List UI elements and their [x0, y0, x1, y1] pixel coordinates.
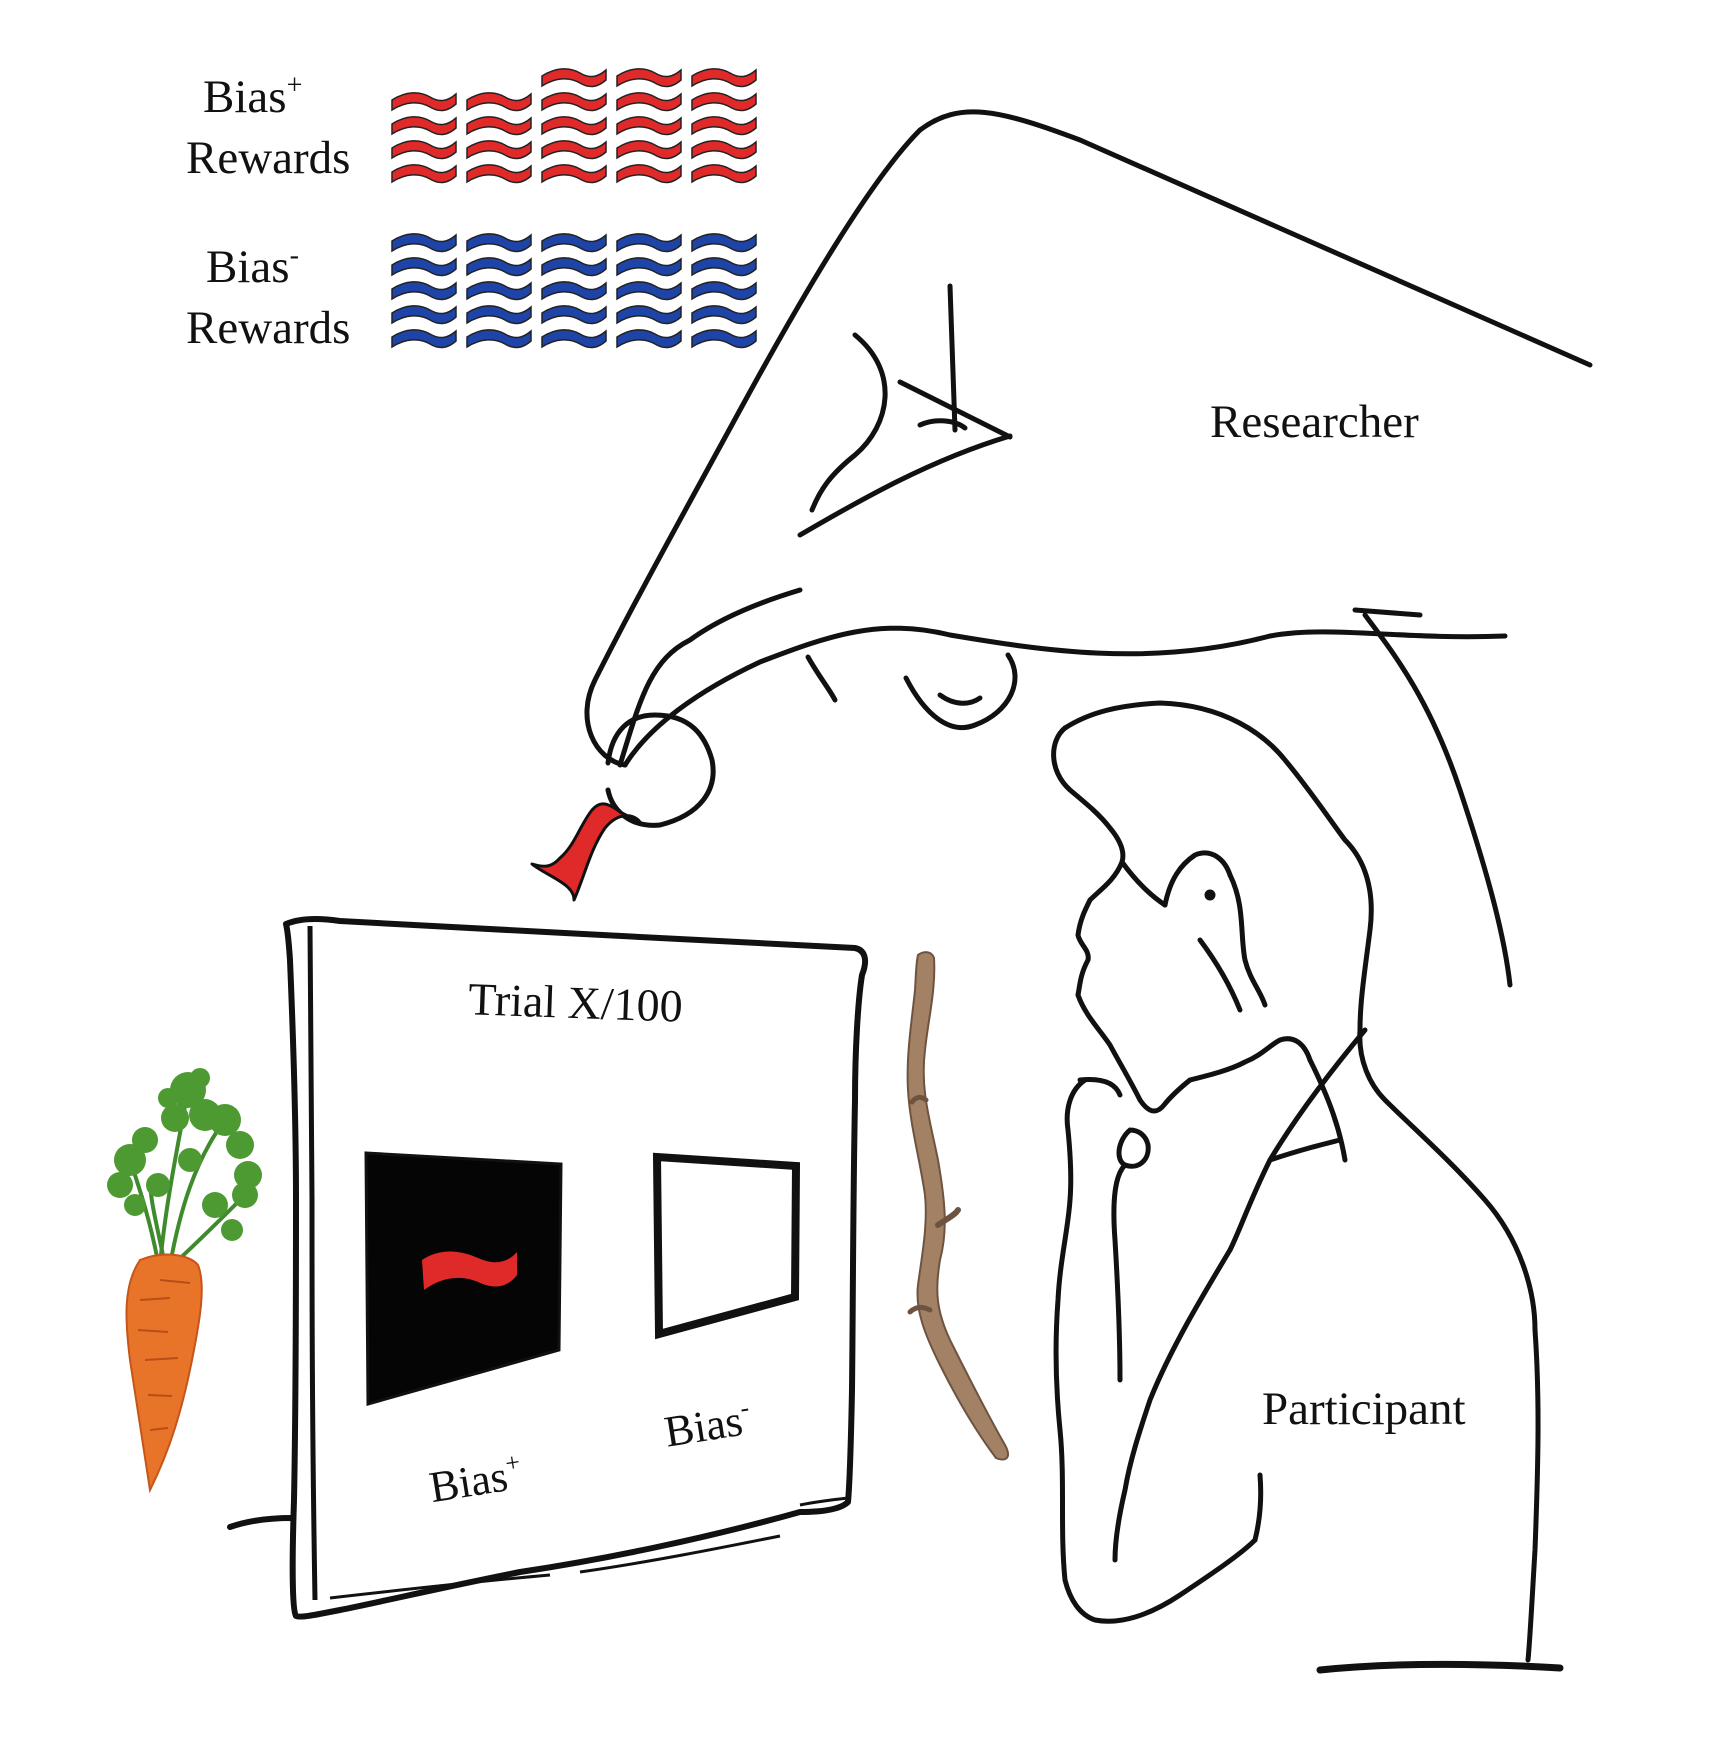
- reward-token: [541, 233, 607, 253]
- reward-token: [541, 92, 607, 112]
- reward-token: [391, 92, 457, 112]
- reward-token: [391, 140, 457, 160]
- reward-token: [616, 140, 682, 160]
- reward-token: [391, 164, 457, 184]
- selected-reward-token: [422, 1251, 517, 1290]
- bias-plus-rewards-label: Rewards: [186, 132, 350, 184]
- reward-token: [391, 116, 457, 136]
- reward-token: [541, 68, 607, 88]
- reward-token: [616, 164, 682, 184]
- reward-token: [466, 233, 532, 253]
- reward-token: [466, 140, 532, 160]
- reward-token: [541, 164, 607, 184]
- reward-token: [391, 233, 457, 253]
- reward-token: [691, 164, 757, 184]
- carrot-icon: [107, 1068, 262, 1494]
- reward-token: [691, 257, 757, 277]
- bias-plus-option-label: Bias+: [426, 1447, 526, 1512]
- reward-token: [616, 281, 682, 301]
- reward-token: [466, 116, 532, 136]
- bias-minus-option[interactable]: [652, 1152, 801, 1340]
- reward-token: [616, 257, 682, 277]
- reward-token: [466, 257, 532, 277]
- reward-token: [466, 281, 532, 301]
- participant-figure: [1051, 700, 1564, 1674]
- reward-token: [541, 329, 607, 349]
- reward-token: [541, 305, 607, 325]
- reward-token: [466, 92, 532, 112]
- reward-token: [691, 329, 757, 349]
- reward-token: [616, 92, 682, 112]
- reward-token: [391, 257, 457, 277]
- reward-token: [541, 257, 607, 277]
- reward-token: [541, 116, 607, 136]
- reward-token: [691, 92, 757, 112]
- bias-plus-reward-tokens: [391, 68, 757, 184]
- reward-token: [691, 140, 757, 160]
- reward-token: [616, 305, 682, 325]
- hand-icon: [584, 109, 1593, 988]
- reward-token: [391, 329, 457, 349]
- reward-token: [616, 68, 682, 88]
- bias-minus-label: Bias-: [206, 240, 299, 293]
- reward-token: [391, 305, 457, 325]
- reward-token: [541, 140, 607, 160]
- stick-icon: [906, 951, 1009, 1461]
- reward-token: [691, 116, 757, 136]
- reward-token: [391, 281, 457, 301]
- reward-token: [466, 329, 532, 349]
- bias-minus-reward-tokens: [391, 233, 757, 349]
- bias-minus-rewards-label: Rewards: [186, 302, 350, 354]
- reward-token: [466, 164, 532, 184]
- trial-counter: Trial X/100: [468, 973, 684, 1031]
- reward-token: [691, 68, 757, 88]
- reward-token: [691, 281, 757, 301]
- reward-token-icon: [530, 802, 642, 902]
- bias-plus-option[interactable]: [364, 1151, 563, 1406]
- bias-plus-legend: Bias+ Rewards: [186, 68, 757, 184]
- reward-token: [691, 233, 757, 253]
- reward-token: [466, 305, 532, 325]
- reward-token: [616, 329, 682, 349]
- researcher-label: Researcher: [1210, 396, 1419, 448]
- reward-token: [616, 233, 682, 253]
- bias-minus-legend: Bias- Rewards: [186, 233, 757, 354]
- bias-plus-label: Bias+: [203, 70, 302, 123]
- reward-token: [691, 305, 757, 325]
- participant-label: Participant: [1262, 1383, 1466, 1435]
- reward-token: [616, 116, 682, 136]
- reward-token: [541, 281, 607, 301]
- screen-board: Trial X/100 Bias+ Bias-: [227, 916, 869, 1620]
